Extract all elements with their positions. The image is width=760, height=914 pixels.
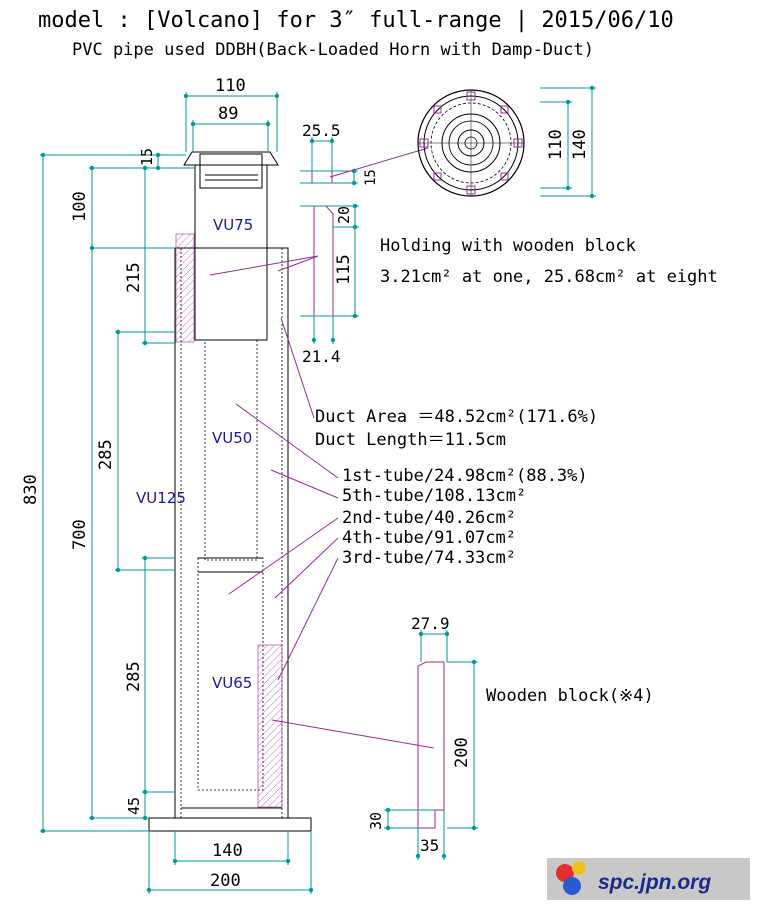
note-wooden-block: Wooden block(※4) [486,686,654,706]
dim-round-140: 140 [570,129,590,160]
logo-mark-blue [563,877,581,895]
dim-bottom [146,831,314,894]
dim-100: 100 [70,191,90,222]
diagram-title: model : [Volcano] for 3″ full-range | 20… [38,8,674,33]
small-block-detail [300,137,429,186]
note-duct-length: Duct Length＝11.5cm [315,430,506,450]
dim-top [183,92,280,152]
label-vu65: VU65 [212,674,252,692]
dim-285-upper: 285 [96,439,116,470]
spc-logo: spc.jpn.org [547,858,750,900]
side-block-detail [209,203,359,344]
dim-21-4: 21.4 [302,347,341,366]
note-holding-1: Holding with wooden block [380,236,636,256]
dim-wb-27-9: 27.9 [411,614,450,633]
dim-round-110: 110 [546,129,566,160]
wooden-block-upper [175,233,195,343]
dim-left [40,152,195,834]
note-duct-area: Duct Area ＝48.52cm²(171.6%) [315,407,598,427]
pipe-vu75 [194,164,268,341]
dim-wb-35: 35 [420,836,439,855]
diagram-subtitle: PVC pipe used DDBH(Back-Loaded Horn with… [72,40,594,60]
note-tube5: 5th-tube/108.13cm² [342,486,526,506]
driver-top-view [417,85,596,199]
small-block [311,170,333,184]
base-plate [148,817,312,832]
dim-25-5: 25.5 [302,121,341,140]
dim-830: 830 [21,474,41,505]
dim-bottom-140: 140 [212,841,243,861]
dim-700: 700 [70,519,90,550]
tube-leaders [228,317,435,749]
dim-wb-30: 30 [367,812,385,830]
note-tube1: 1st-tube/24.98cm²(88.3%) [342,466,588,486]
dim-bottom-200: 200 [210,871,241,891]
dim-15-top: 15 [138,148,156,166]
note-tube4: 4th-tube/91.07cm² [342,528,516,548]
dim-top-89: 89 [218,104,238,124]
note-holding-2: 3.21cm² at one, 25.68cm² at eight [380,267,718,287]
logo-mark-yellow [572,861,586,875]
dim-285-lower: 285 [124,661,144,692]
label-vu50: VU50 [212,429,252,447]
speaker-body [148,151,312,832]
wooden-block-lower [257,644,283,808]
label-vu125: VU125 [136,489,186,507]
dim-side-20: 20 [335,206,353,224]
dim-top-110: 110 [215,76,246,96]
dim-215: 215 [124,262,144,293]
logo-text: spc.jpn.org [598,871,711,894]
note-tube2: 2nd-tube/40.26cm² [342,508,516,528]
dim-side-115: 115 [334,254,354,285]
label-vu75: VU75 [213,216,253,234]
dim-small-15: 15 [363,169,379,186]
pipe-vu50 [204,339,258,561]
note-tube3: 3rd-tube/74.33cm² [342,548,516,568]
dim-wb-200: 200 [452,737,472,768]
dim-45: 45 [125,797,143,815]
side-block [313,205,334,317]
wooden-block-detail [384,630,478,860]
driver-magnet [199,153,263,189]
wooden-block-shape [417,661,445,829]
